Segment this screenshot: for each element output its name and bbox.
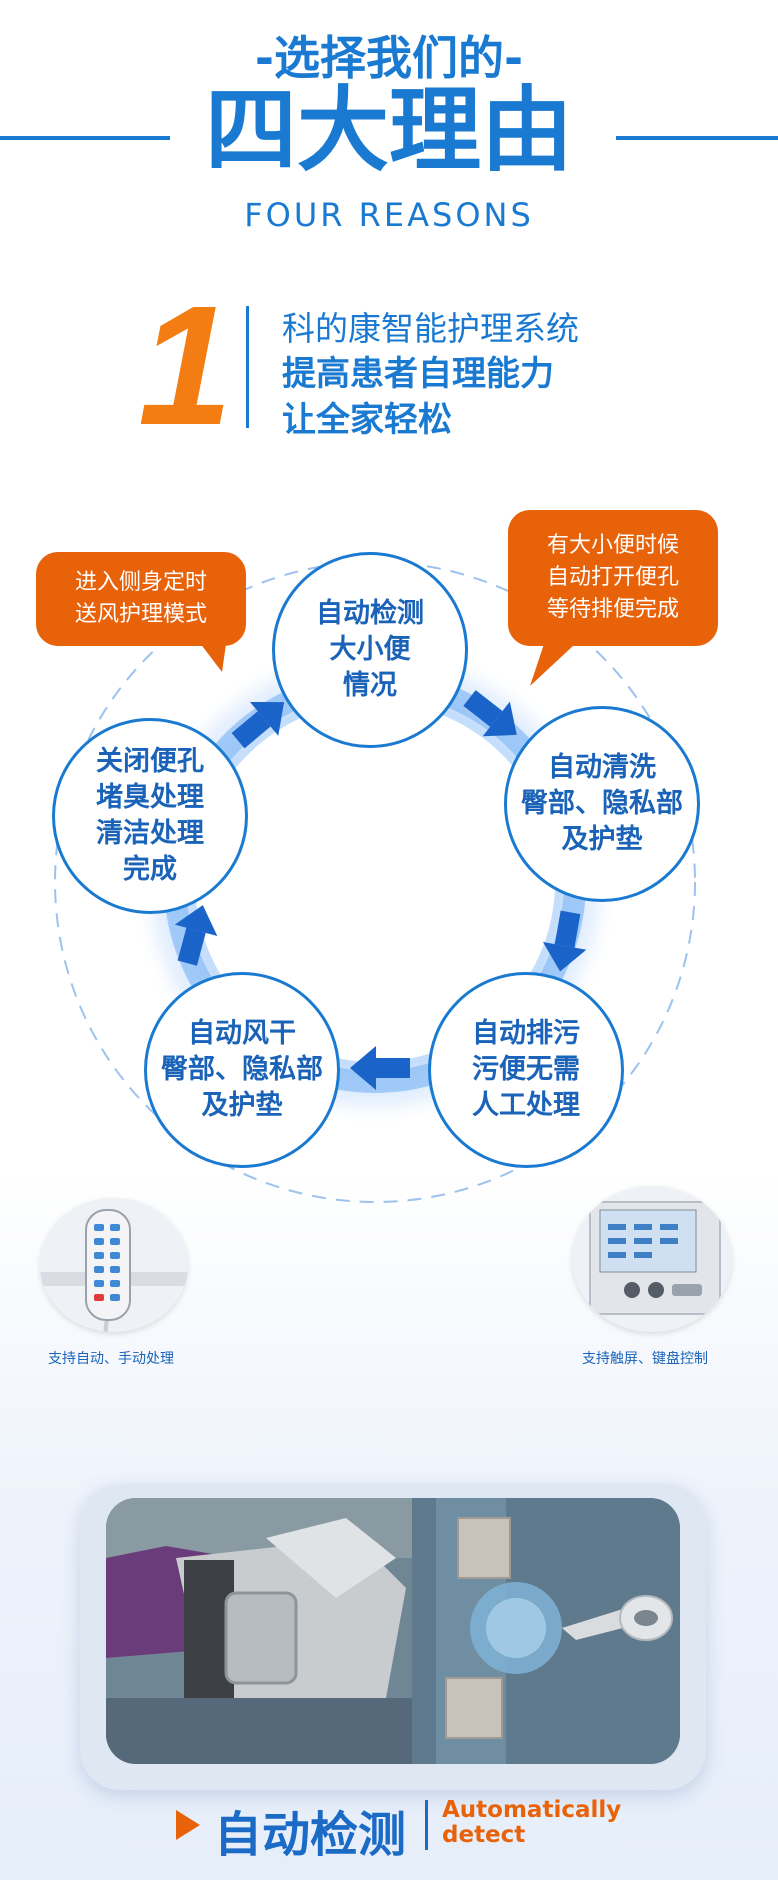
reason-line-1: 科的康智能护理系统	[282, 309, 579, 348]
node-text: 自动排污	[472, 1018, 580, 1049]
bubble-text: 等待排便完成	[546, 597, 679, 622]
header-line-right	[616, 136, 778, 140]
reason-line-2: 提高患者自理能力	[282, 354, 554, 394]
node-text: 大小便	[329, 634, 411, 665]
bubble-open-hole: 有大小便时候 自动打开便孔 等待排便完成	[508, 510, 718, 646]
arrow-icon	[174, 905, 218, 966]
header-line-left	[0, 136, 170, 140]
node-text: 臀部、隐私部	[521, 788, 683, 819]
arrow-icon	[542, 910, 587, 972]
triangle-marker-icon	[176, 1810, 200, 1840]
arrow-icon	[231, 702, 285, 749]
dashed-outer-ring	[54, 561, 696, 1203]
node-text: 情况	[343, 670, 397, 701]
reason-number: 1	[138, 271, 233, 461]
thumb-right-caption: 支持触屏、键盘控制	[582, 1351, 708, 1367]
header-subtitle: -选择我们的-	[254, 31, 524, 85]
bubble-text: 有大小便时候	[546, 533, 679, 558]
remote-control-icon	[40, 1209, 188, 1332]
node-text: 完成	[123, 854, 177, 885]
cycle-node-detect: 自动检测 大小便 情况	[272, 552, 468, 748]
node-text: 臀部、隐私部	[161, 1054, 323, 1085]
arrow-icon	[350, 1046, 410, 1090]
bubble-text: 送风护理模式	[74, 602, 207, 627]
reason-divider	[246, 306, 249, 428]
feature-english-line-2: detect	[442, 1822, 526, 1848]
panel-thumbnail	[572, 1186, 732, 1332]
header-title: 四大理由	[204, 77, 573, 184]
node-text: 自动清洗	[548, 752, 656, 783]
cycle-node-close: 关闭便孔 堵臭处理 清洁处理 完成	[52, 718, 248, 914]
node-text: 堵臭处理	[96, 782, 204, 813]
thumb-left-caption: 支持自动、手动处理	[48, 1351, 174, 1367]
touchscreen-panel-icon	[589, 1201, 721, 1315]
header-english: FOUR REASONS	[244, 196, 534, 234]
node-text: 人工处理	[472, 1090, 580, 1121]
node-text: 污便无需	[472, 1054, 580, 1085]
remote-thumbnail	[40, 1198, 188, 1332]
arrow-icon	[463, 690, 517, 737]
cycle-node-drain: 自动排污 污便无需 人工处理	[428, 972, 624, 1168]
product-photo	[106, 1498, 680, 1764]
node-text: 及护垫	[201, 1090, 283, 1121]
feature-english-line-1: Automatically	[442, 1797, 622, 1823]
node-text: 自动风干	[188, 1018, 296, 1049]
node-text: 清洁处理	[96, 818, 204, 849]
cycle-node-wash: 自动清洗 臀部、隐私部 及护垫	[504, 706, 700, 902]
node-text: 自动检测	[316, 598, 424, 629]
node-text: 关闭便孔	[96, 746, 204, 777]
feature-divider	[425, 1800, 428, 1850]
bubble-text: 自动打开便孔	[546, 565, 679, 590]
cycle-node-dry: 自动风干 臀部、隐私部 及护垫	[144, 972, 340, 1168]
bubble-text: 进入侧身定时	[74, 570, 207, 595]
inner-center	[195, 702, 555, 1062]
bubble-side-airflow: 进入侧身定时 送风护理模式	[36, 552, 246, 646]
product-photo-illustration	[106, 1498, 680, 1764]
feature-title: 自动检测	[214, 1807, 407, 1863]
reason-line-3: 让全家轻松	[282, 400, 452, 440]
node-text: 及护垫	[561, 824, 643, 855]
